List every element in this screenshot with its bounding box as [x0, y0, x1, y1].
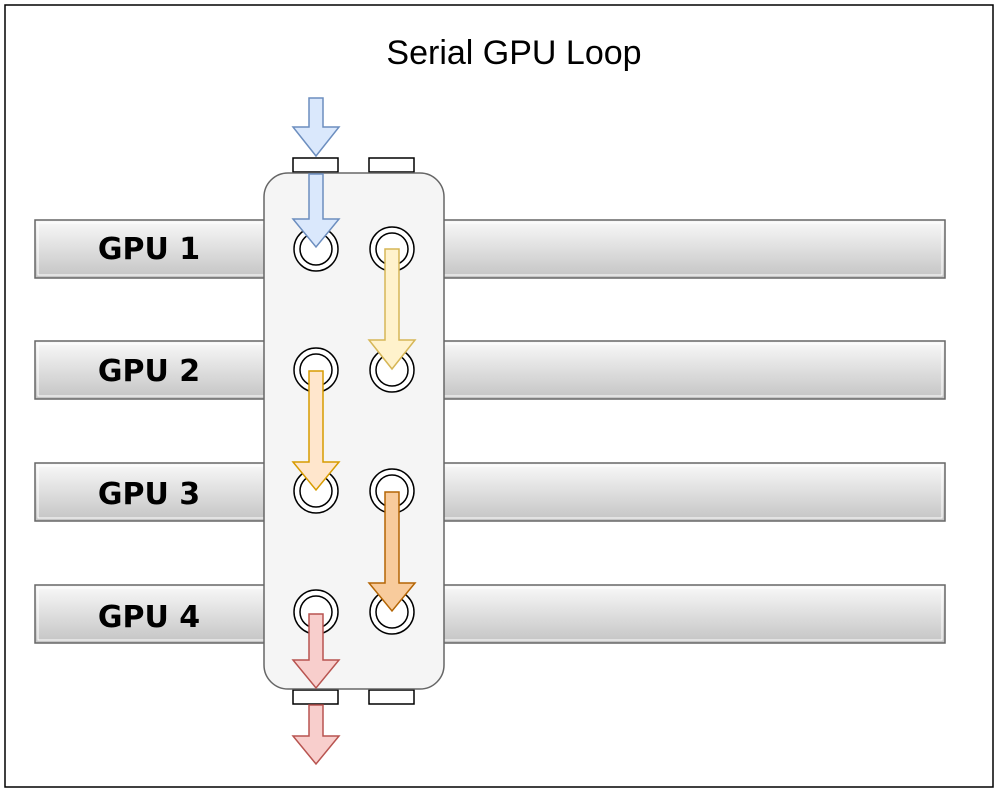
flow-arrow-gpu3-to-gpu4 — [367, 491, 417, 613]
inlet-arrow-upper — [291, 97, 341, 158]
inlet-arrow-lower — [291, 173, 341, 249]
diagram-title: Serial GPU Loop — [386, 34, 641, 72]
flow-arrow-gpu1-to-gpu2 — [367, 248, 417, 371]
gpu-label-4: GPU 4 — [98, 600, 200, 635]
gpu-label-1: GPU 1 — [98, 232, 200, 267]
outlet-arrow-upper — [291, 613, 341, 690]
bottom-port-right — [368, 689, 415, 705]
flow-arrow-gpu2-to-gpu3 — [291, 370, 341, 492]
gpu-label-2: GPU 2 — [98, 354, 200, 389]
top-port-right — [368, 157, 415, 173]
gpu-label-3: GPU 3 — [98, 477, 200, 512]
gpu-card-4 — [34, 584, 946, 644]
port-gpu4-left — [293, 589, 339, 635]
gpu-card-1 — [34, 219, 946, 279]
gpu-card-3 — [34, 462, 946, 522]
port-gpu1-left — [293, 226, 339, 272]
top-port-left — [292, 157, 339, 173]
outlet-arrow-lower — [291, 704, 341, 766]
water-bridge-block — [263, 172, 445, 690]
bottom-port-left — [292, 689, 339, 705]
gpu-card-2 — [34, 340, 946, 400]
port-gpu3-right — [369, 468, 415, 514]
